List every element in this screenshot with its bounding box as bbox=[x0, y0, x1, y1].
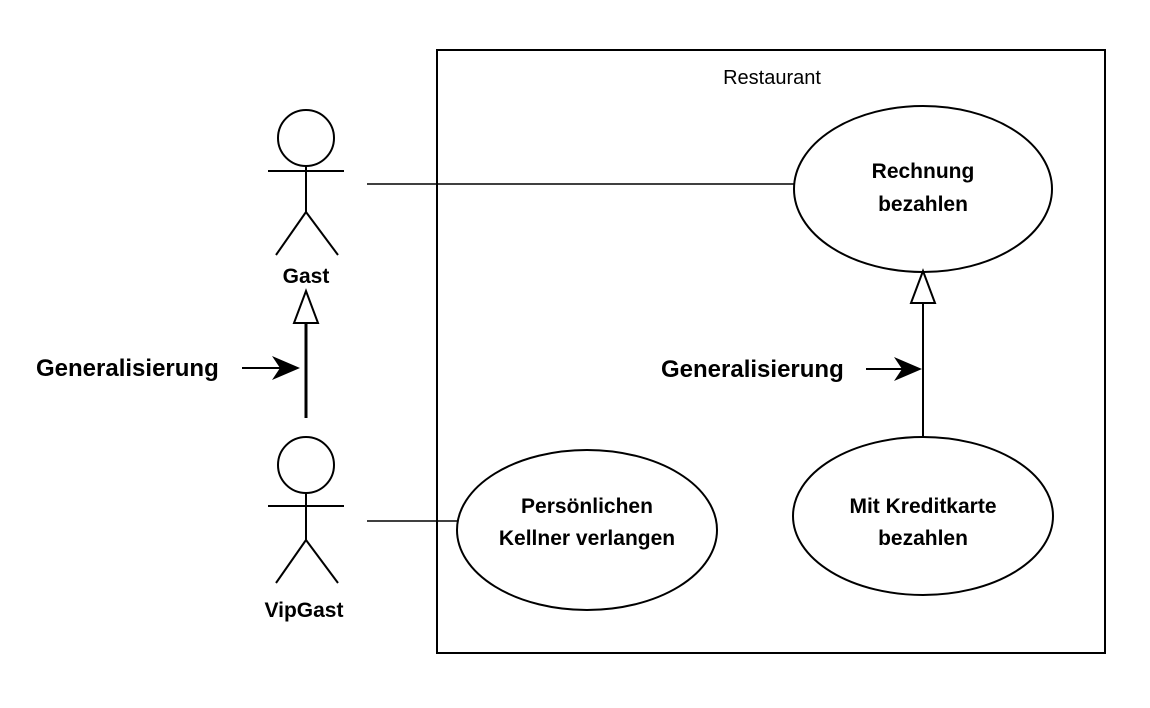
actor-leg-right bbox=[305, 211, 339, 256]
annotation-generalisierung-actor: Generalisierung bbox=[36, 355, 300, 382]
actor-label-gast: Gast bbox=[283, 265, 330, 288]
actor-leg-left bbox=[275, 539, 307, 584]
actor-head bbox=[277, 109, 335, 167]
actor-leg-left bbox=[275, 211, 307, 256]
use-case-label-line: Persönlichen bbox=[521, 495, 653, 518]
use-case-mit-kreditkarte-bezahlen: Mit Kreditkarte bezahlen bbox=[792, 436, 1054, 596]
generalization-triangle bbox=[909, 268, 937, 304]
system-boundary: Restaurant bbox=[436, 49, 1106, 654]
use-case-rechnung-bezahlen: Rechnung bezahlen bbox=[793, 105, 1053, 273]
actor-head bbox=[277, 436, 335, 494]
use-case-generalization bbox=[909, 268, 937, 437]
use-case-label-line: bezahlen bbox=[878, 193, 968, 216]
use-case-label-line: bezahlen bbox=[878, 527, 968, 550]
use-case-label-line: Mit Kreditkarte bbox=[849, 495, 996, 518]
actor-label-vipgast: VipGast bbox=[265, 599, 344, 622]
use-case-label-line: Kellner verlangen bbox=[499, 527, 675, 550]
annotation-label: Generalisierung bbox=[36, 355, 219, 382]
use-case-label-line: Rechnung bbox=[872, 160, 975, 183]
annotation-generalisierung-usecase: Generalisierung bbox=[661, 356, 922, 383]
actor-leg-right bbox=[305, 539, 339, 584]
actor-gast: Gast bbox=[268, 109, 344, 288]
use-case-persoenlichen-kellner-verlangen: Persönlichen Kellner verlangen bbox=[456, 449, 718, 611]
annotation-label: Generalisierung bbox=[661, 356, 844, 383]
actor-generalization bbox=[292, 288, 320, 418]
system-title: Restaurant bbox=[723, 67, 821, 89]
actor-vipgast: VipGast bbox=[265, 436, 344, 622]
generalization-triangle bbox=[292, 288, 320, 324]
